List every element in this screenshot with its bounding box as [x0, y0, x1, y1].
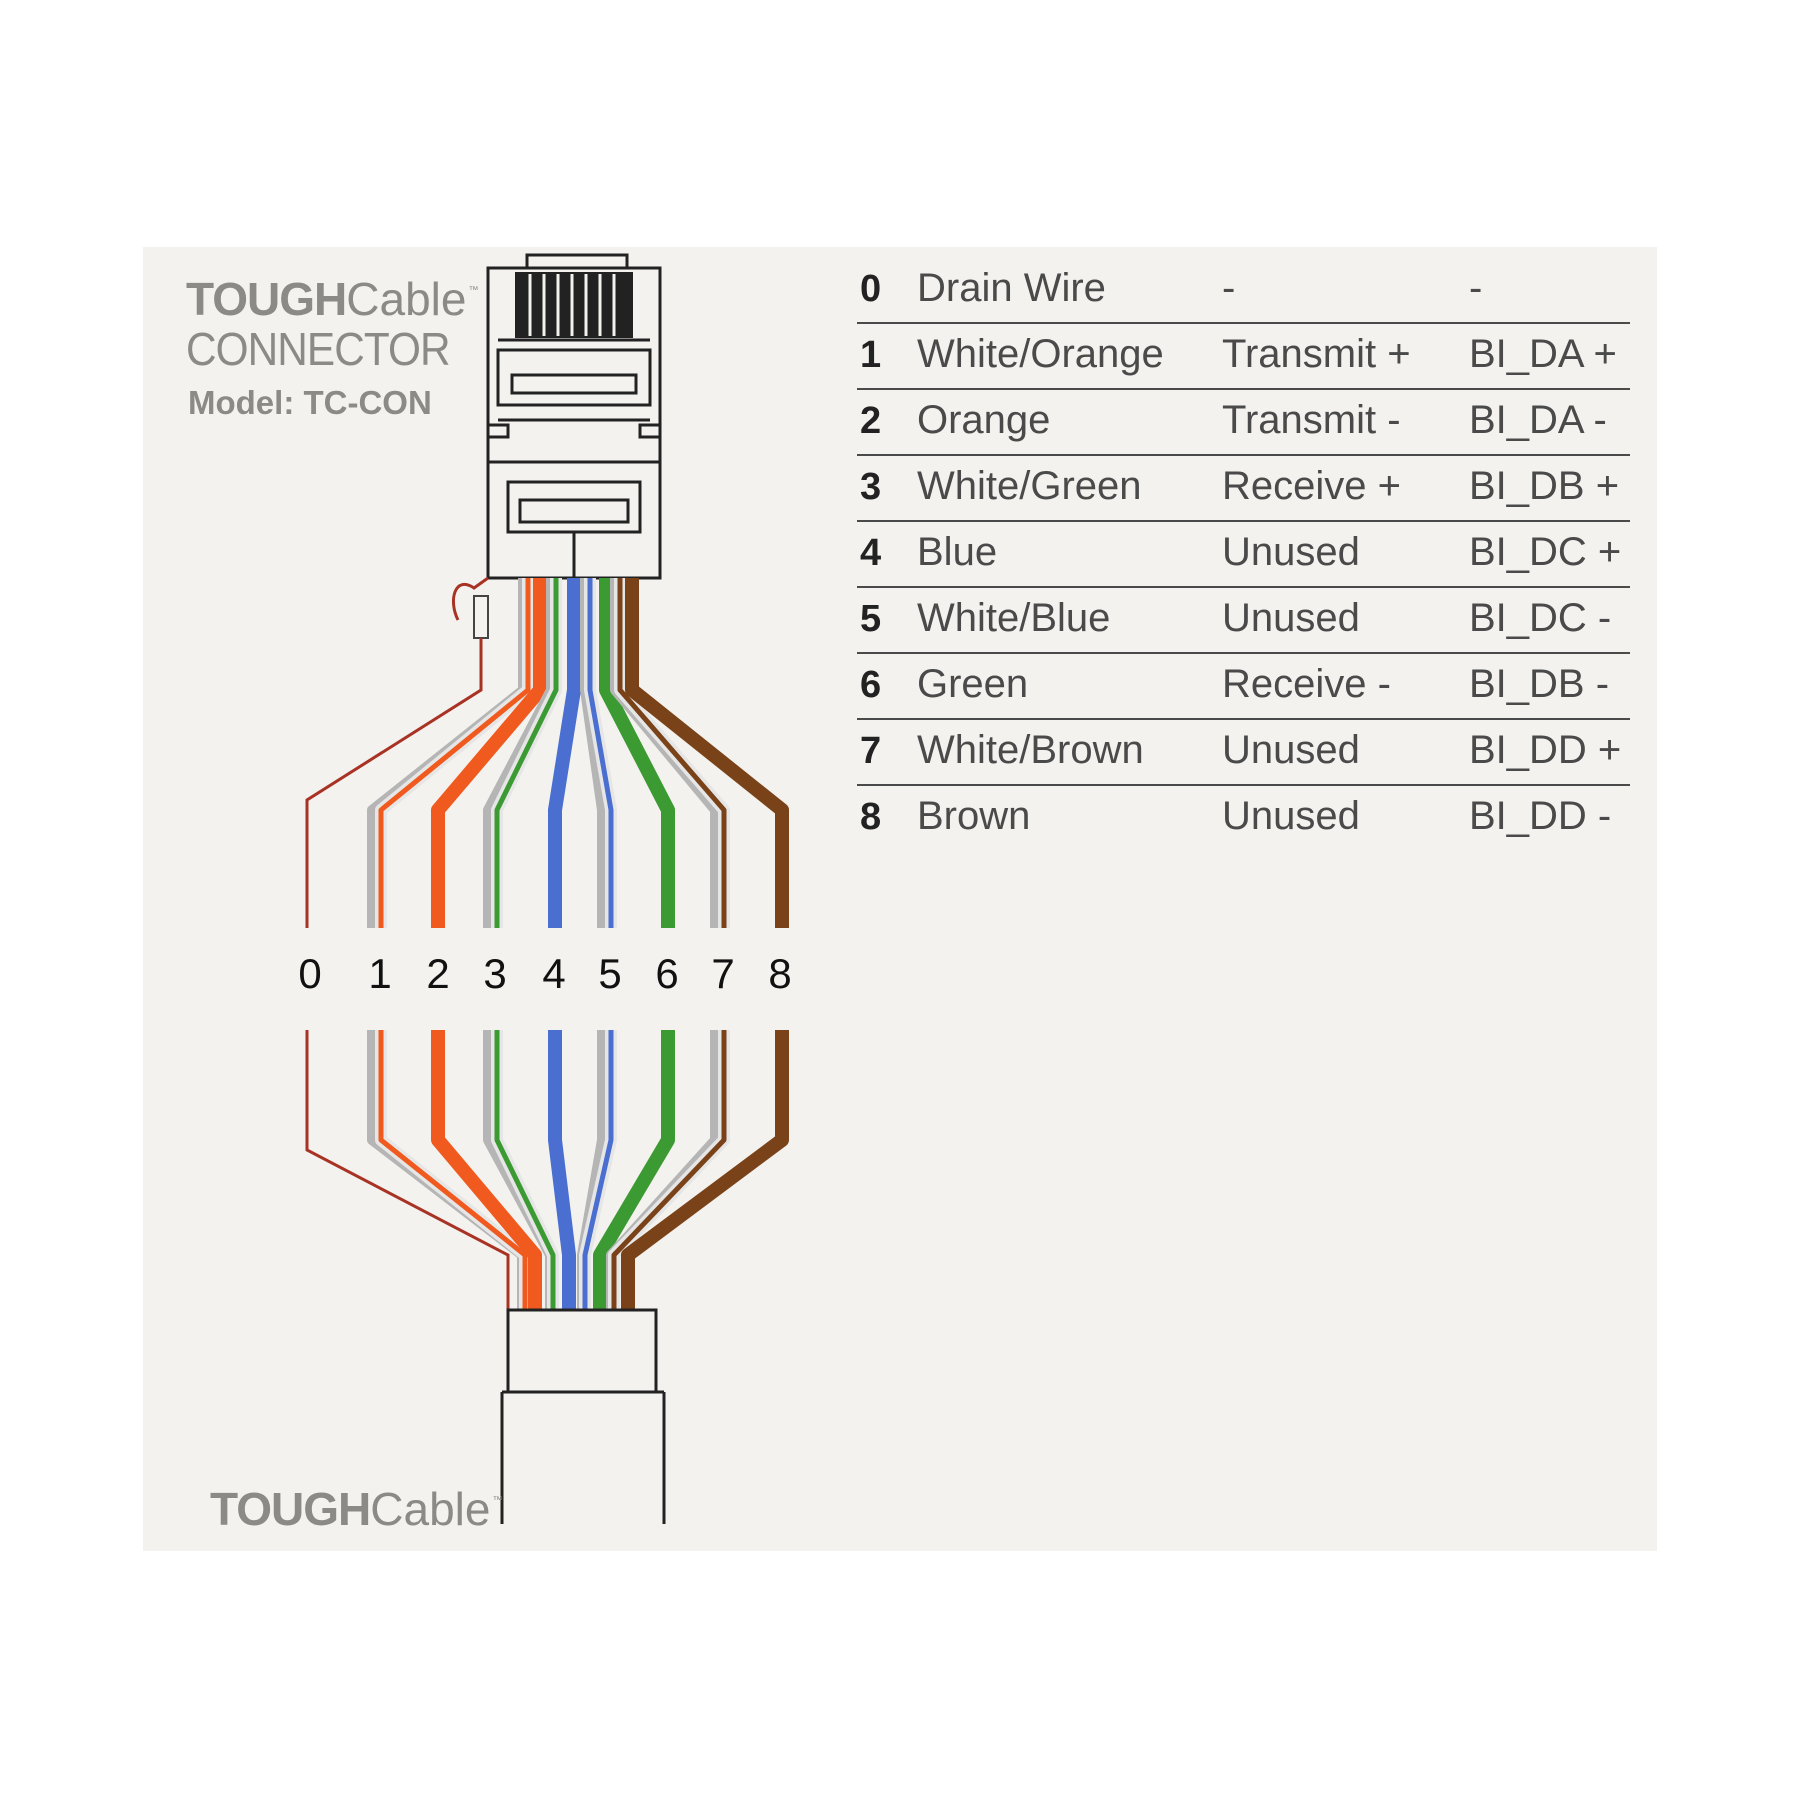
pin-number: 8 — [860, 796, 882, 838]
pin-function: Transmit + — [1222, 332, 1411, 376]
pin-signal: BI_DA - — [1469, 398, 1607, 442]
wire-3 — [494, 578, 559, 1310]
table-row: 6 Green Receive - BI_DB - — [857, 654, 1630, 720]
wire-number-2: 2 — [426, 950, 450, 997]
drain-wire — [305, 576, 510, 1310]
pin-signal: BI_DC - — [1469, 596, 1612, 640]
table-row: 1 White/Orange Transmit + BI_DA + — [857, 324, 1630, 390]
connector-title: CONNECTOR — [186, 323, 451, 375]
pin-function: Transmit - — [1222, 398, 1401, 442]
table-row: 2 Orange Transmit - BI_DA - — [857, 390, 1630, 456]
pin-function: Unused — [1222, 596, 1360, 640]
pin-function: Unused — [1222, 530, 1360, 574]
wire-number-5: 5 — [598, 950, 622, 997]
wire-color: Drain Wire — [917, 266, 1106, 310]
wire-number-4: 4 — [542, 950, 566, 997]
pin-function: - — [1222, 266, 1236, 310]
table-row: 4 Blue Unused BI_DC + — [857, 522, 1630, 588]
diagram-card — [143, 247, 1657, 1551]
model-label: Model: TC-CON — [188, 384, 432, 421]
table-row: 7 White/Brown Unused BI_DD + — [857, 720, 1630, 786]
wire-number-6: 6 — [655, 950, 679, 997]
pin-signal: BI_DC + — [1469, 530, 1622, 574]
wire-8 — [621, 578, 789, 1310]
wire-number-7: 7 — [711, 950, 735, 997]
brand-tm: ™ — [468, 285, 479, 296]
pin-function: Unused — [1222, 794, 1360, 838]
rj45-connector-icon — [486, 253, 662, 580]
wire-number-1: 1 — [368, 950, 392, 997]
wire-color: White/Orange — [917, 332, 1164, 376]
brand-tm: ™ — [492, 1495, 503, 1506]
wire-6 — [593, 578, 675, 1310]
cable-jacket-icon — [500, 1308, 666, 1524]
table-row: 0 Drain Wire - - — [857, 258, 1630, 324]
brand-tough: TOUGH — [186, 273, 347, 325]
wire-color: Orange — [917, 398, 1051, 442]
pin-signal: BI_DD + — [1469, 728, 1622, 772]
pin-number: 5 — [860, 598, 882, 640]
pin-signal: BI_DA + — [1469, 332, 1617, 376]
wire-1 — [378, 578, 531, 1310]
wire-color: White/Blue — [917, 596, 1111, 640]
wire-5 — [582, 578, 614, 1310]
pin-number: 3 — [860, 466, 882, 508]
wire-2 — [431, 578, 547, 1310]
pin-number: 2 — [860, 400, 882, 442]
pin-function: Receive - — [1222, 662, 1391, 706]
table-row: 3 White/Green Receive + BI_DB + — [857, 456, 1630, 522]
pin-function: Receive + — [1222, 464, 1401, 508]
pin-signal: BI_DB + — [1469, 464, 1620, 508]
pin-function: Unused — [1222, 728, 1360, 772]
wire-color: White/Green — [917, 464, 1142, 508]
brand-cable: Cable — [370, 1483, 491, 1535]
wire-number-3: 3 — [483, 950, 507, 997]
wire-7 — [611, 578, 727, 1310]
connector-contacts — [515, 272, 633, 338]
pinout-table: 0 Drain Wire - - 1 White/Orange Transmit… — [857, 258, 1630, 850]
wire-color: White/Brown — [917, 728, 1144, 772]
table-row: 8 Brown Unused BI_DD - — [857, 786, 1630, 850]
wire-bundle — [367, 578, 789, 1310]
pin-signal: - — [1469, 266, 1483, 310]
pin-number: 7 — [860, 730, 882, 772]
pin-number: 0 — [860, 268, 882, 310]
pin-signal: BI_DD - — [1469, 794, 1612, 838]
table-row: 5 White/Blue Unused BI_DC - — [857, 588, 1630, 654]
brand-tough: TOUGH — [210, 1483, 371, 1535]
wire-number-0: 0 — [298, 950, 322, 997]
wire-number-8: 8 — [768, 950, 792, 997]
brand-cable: Cable — [346, 273, 467, 325]
wire-4 — [548, 578, 581, 1310]
wire-color: Brown — [917, 794, 1031, 838]
wire-color: Green — [917, 662, 1029, 706]
pin-number: 6 — [860, 664, 882, 706]
pin-number: 4 — [860, 532, 882, 574]
wire-color: Blue — [917, 530, 998, 574]
pin-signal: BI_DB - — [1469, 662, 1610, 706]
pin-number: 1 — [860, 334, 882, 376]
